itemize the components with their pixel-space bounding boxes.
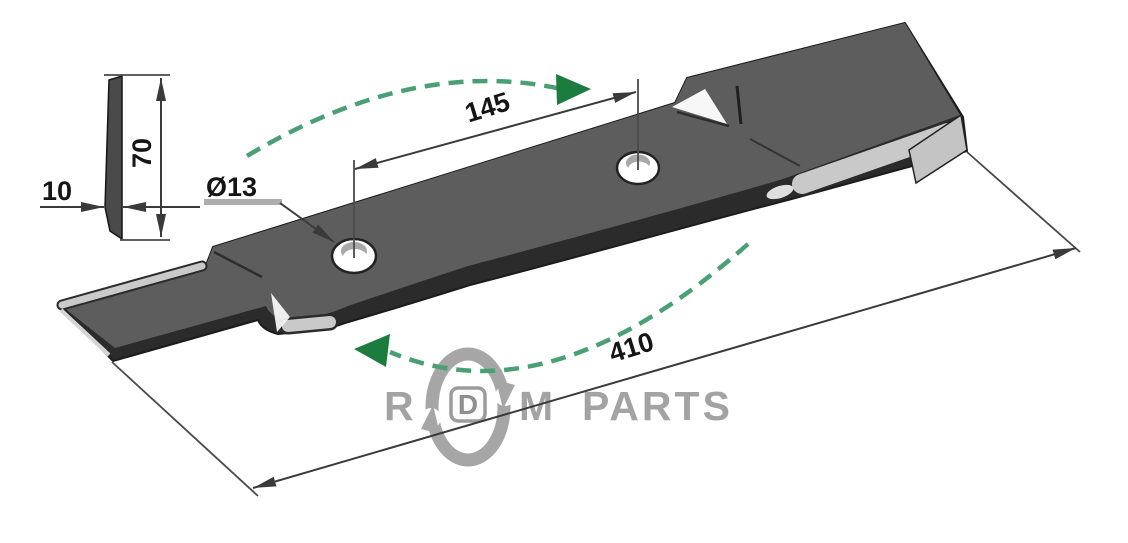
dimension-10: 10 [40,176,200,212]
extension-line-right-end [966,151,1081,253]
rotation-arrowhead-bottom [354,334,390,367]
callout-leader-line [279,202,335,243]
dimension-70: 70 [104,74,170,241]
extension-line-left-tip [111,361,259,497]
callout-underline [204,199,282,205]
neck-highlight [766,184,794,200]
neck-crease-line [676,110,730,128]
watermark-letter-d: D [458,389,478,420]
label-hole-diameter: Ø13 [204,172,335,243]
bottom-bump-bevel [282,316,336,332]
watermark-letter-r: R [384,383,414,429]
left-tip-face [59,308,111,357]
cross-section-profile [104,74,123,241]
fold-edge-line [735,85,743,125]
dimension-70-label: 70 [127,138,157,168]
watermark-word-parts: PARTS [582,383,733,429]
rotation-arrow-top-icon [245,74,591,158]
rotation-arrowhead-top [556,74,591,105]
rotation-arrow-bottom-icon [354,242,750,374]
dimension-10-label: 10 [42,176,72,206]
right-side-face [908,113,968,185]
dimension-hole-diameter-label: Ø13 [206,172,257,202]
cross-section-view: 70 10 [40,74,200,241]
left-cutting-bevel [58,262,206,309]
neck-notch-highlight [672,89,727,124]
wing-crease-line [749,138,801,167]
